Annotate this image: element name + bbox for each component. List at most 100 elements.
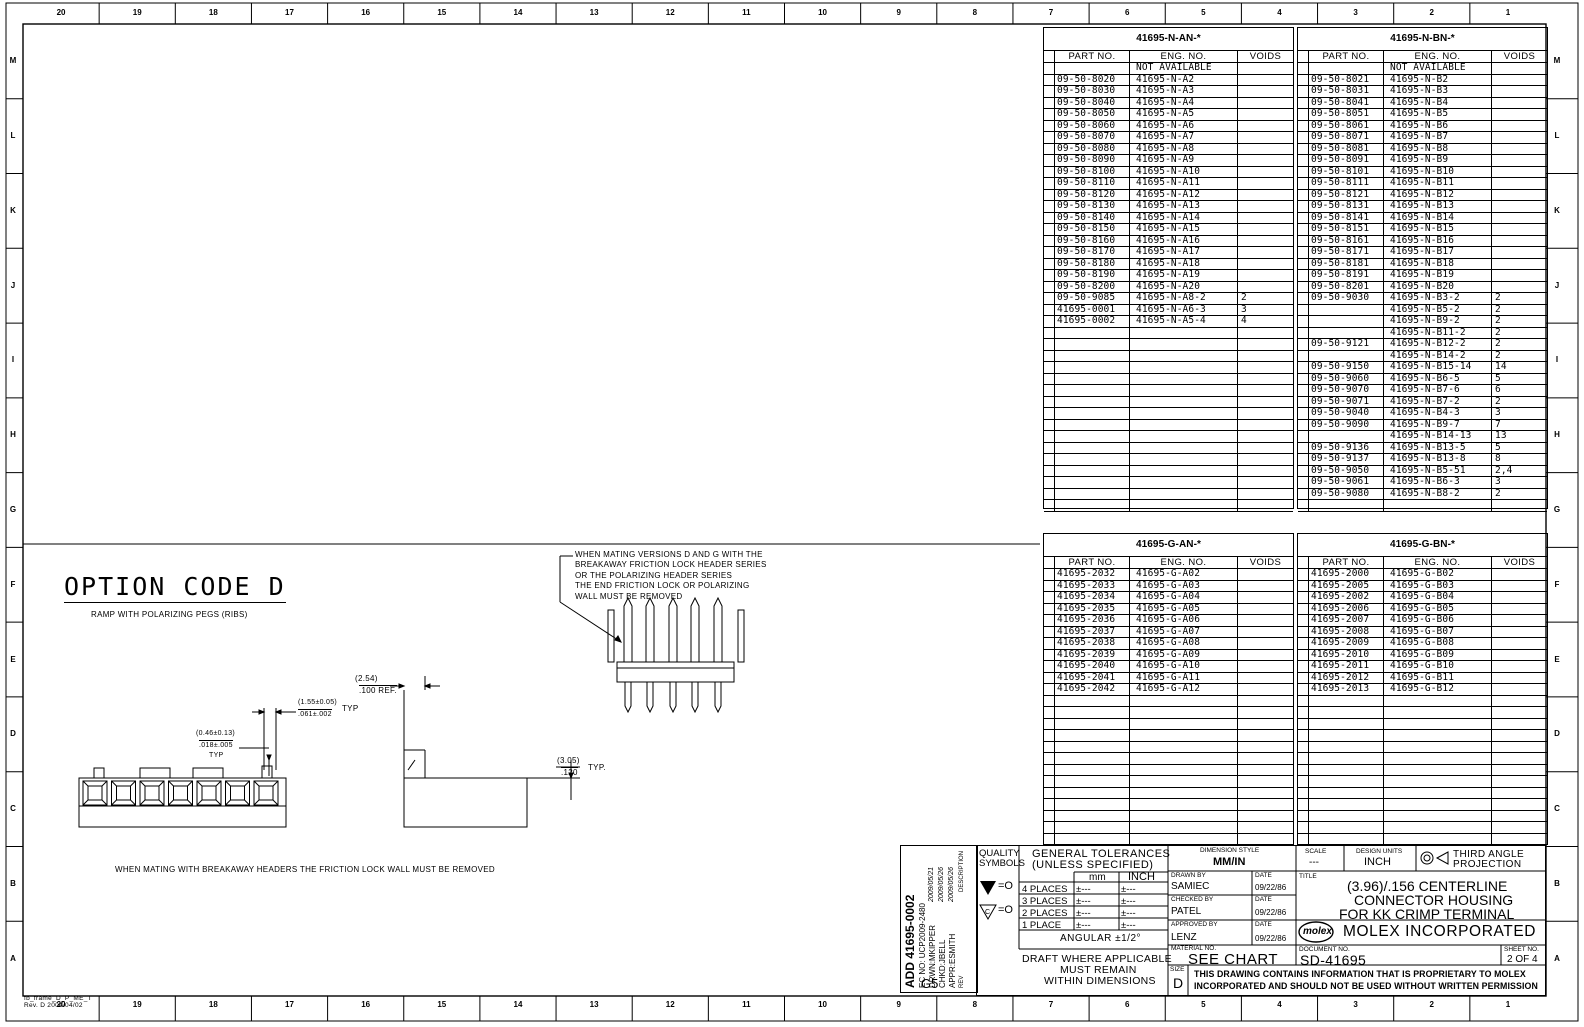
frame-column-6: 6: [1124, 1000, 1130, 1009]
voids-cell: [1492, 627, 1547, 638]
part-number-cell: 41695-2011: [1308, 660, 1384, 672]
part-number-cell: 41695-2042: [1054, 683, 1130, 695]
frame-column-7: 7: [1048, 8, 1054, 17]
part-number-cell: 09-50-8121: [1308, 189, 1384, 200]
voids-cell: 2: [1495, 303, 1501, 315]
eng-number-cell: 41695-N-A6-3: [1130, 304, 1238, 315]
cavity: [139, 780, 165, 806]
proprietary-line2: INCORPORATED AND SHOULD NOT BE USED WITH…: [1194, 981, 1538, 991]
eng-number-cell: 41695-N-B7: [1384, 131, 1492, 143]
frame-column-13: 13: [589, 8, 599, 17]
part-number-cell: 09-50-9071: [1308, 396, 1384, 407]
eng-number-cell: [1384, 500, 1492, 511]
voids-cell: [1492, 190, 1547, 201]
voids-cell: [1492, 236, 1547, 247]
voids-cell: [1238, 420, 1293, 431]
tol-places-label: 3 PLACES: [1022, 896, 1068, 907]
proprietary-line1: THIS DRAWING CONTAINS INFORMATION THAT I…: [1194, 969, 1526, 979]
eng-number-cell: 41695-G-B05: [1384, 603, 1492, 614]
approved-by: LENZ: [1171, 932, 1197, 943]
eng-number-cell: 41695-N-B4: [1384, 97, 1492, 108]
frame-column-10: 10: [818, 1000, 828, 1009]
part-number-cell: 09-50-8161: [1308, 235, 1384, 246]
tol-inch-value: ±---: [1121, 920, 1136, 931]
part-number-cell: [1308, 741, 1384, 752]
eng-number-cell: [1384, 695, 1492, 706]
eng-number-cell: [1130, 707, 1238, 718]
part-number-cell: 41695-2039: [1054, 649, 1130, 660]
connector-front-view: [78, 708, 296, 828]
eng-number-cell: 41695-N-B20: [1384, 281, 1492, 292]
eng-number-cell: [1130, 488, 1238, 499]
dim-wall-typ: TYP: [209, 752, 224, 759]
eng-number-cell: [1384, 810, 1492, 821]
voids-cell: [1238, 374, 1293, 385]
tol-mm-label: mm: [1089, 872, 1106, 883]
eng-number-cell: [1130, 833, 1238, 844]
dim-peg-mm: (1.55±0.05): [298, 699, 338, 706]
eng-number-cell: [1384, 799, 1492, 810]
frame-column-16: 16: [361, 8, 371, 17]
part-number-cell: 09-50-8021: [1308, 74, 1384, 85]
part-number-cell: [1054, 764, 1130, 775]
voids-cell: [1238, 247, 1293, 258]
frame-column-18: 18: [208, 1000, 218, 1009]
part-number-cell: 09-50-8090: [1054, 154, 1130, 166]
voids-cell: 4: [1241, 315, 1247, 326]
table-row: [1298, 741, 1547, 753]
part-number-cell: 09-50-8160: [1054, 235, 1130, 246]
checked-date-label: DATE: [1255, 896, 1272, 903]
table-row: [1044, 477, 1293, 489]
part-number-cell: 41695-0002: [1054, 315, 1130, 327]
eng-number-cell: [1130, 500, 1238, 511]
voids-cell: [1238, 328, 1293, 339]
part-number-cell: 09-50-8141: [1308, 212, 1384, 223]
part-number-cell: 09-50-9137: [1308, 453, 1384, 465]
voids-cell: [1492, 684, 1547, 695]
part-number-cell: 09-50-8200: [1054, 281, 1130, 292]
eng-number-cell: 41695-N-B6-3: [1384, 476, 1492, 488]
eng-number-cell: 41695-N-A5-4: [1130, 315, 1238, 327]
voids-cell: [1238, 822, 1293, 833]
eng-number-cell: 41695-G-A05: [1130, 603, 1238, 614]
eng-number-cell: 41695-G-B11: [1384, 672, 1492, 683]
eng-number-cell: [1130, 454, 1238, 465]
voids-cell: [1238, 132, 1293, 143]
part-number-cell: 09-50-8020: [1054, 74, 1130, 85]
part-number-cell: [1054, 833, 1130, 844]
table-row: [1298, 730, 1547, 742]
voids-cell: 5: [1495, 372, 1501, 384]
frame-column-5: 5: [1201, 1000, 1206, 1009]
option-subtitle: RAMP WITH POLARIZING PEGS (RIBS): [91, 610, 248, 619]
breakaway-note: WHEN MATING WITH BREAKAWAY HEADERS THE F…: [115, 865, 496, 874]
tol-places-label: 1 PLACE: [1022, 920, 1062, 931]
eng-number-cell: 41695-N-B11-2: [1384, 327, 1492, 338]
drawn-by-label: DRAWN BY: [1171, 872, 1206, 879]
eng-number-cell: 41695-N-B16: [1384, 235, 1492, 246]
eng-number-cell: 41695-N-A13: [1130, 200, 1238, 212]
drawn-date-label: DATE: [1255, 872, 1272, 879]
part-number-cell: [1054, 373, 1130, 384]
voids-cell: 2: [1495, 349, 1501, 361]
eng-number-cell: 41695-G-B07: [1384, 626, 1492, 637]
voids-cell: 8: [1495, 453, 1501, 464]
cavity: [253, 780, 279, 806]
voids-cell: [1238, 719, 1293, 730]
checked-by: PATEL: [1171, 906, 1202, 917]
eng-number-cell: 41695-N-B8-2: [1384, 488, 1492, 499]
table-row: [1044, 488, 1293, 500]
table-row: [1044, 822, 1293, 834]
voids-cell: [1492, 638, 1547, 649]
